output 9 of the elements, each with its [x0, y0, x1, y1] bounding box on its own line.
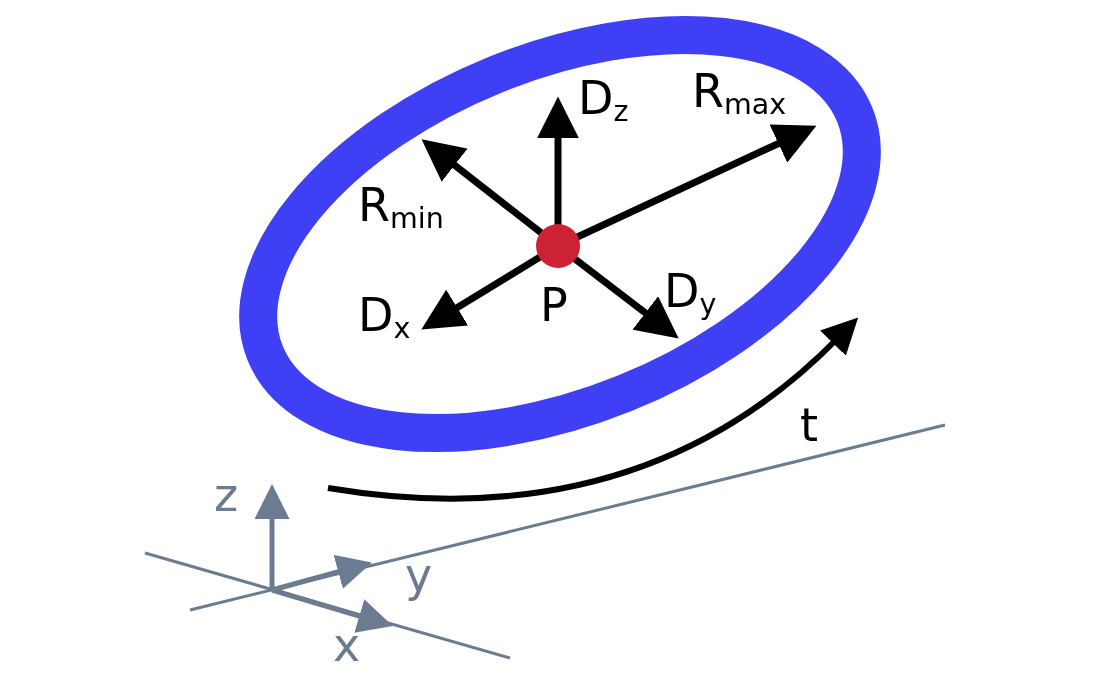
arrow-label: t [800, 402, 819, 448]
vector-label: R$_{min}$ [358, 182, 444, 234]
vector-label: R$_{max}$ [692, 68, 787, 120]
axis-label: x [333, 622, 361, 668]
axis-label: z [214, 472, 239, 518]
vector-label: D$_{x}$ [358, 292, 411, 344]
vector-label: D$_{y}$ [664, 268, 717, 320]
point-label: P [540, 282, 568, 328]
vector-label: D$_{z}$ [578, 75, 629, 127]
